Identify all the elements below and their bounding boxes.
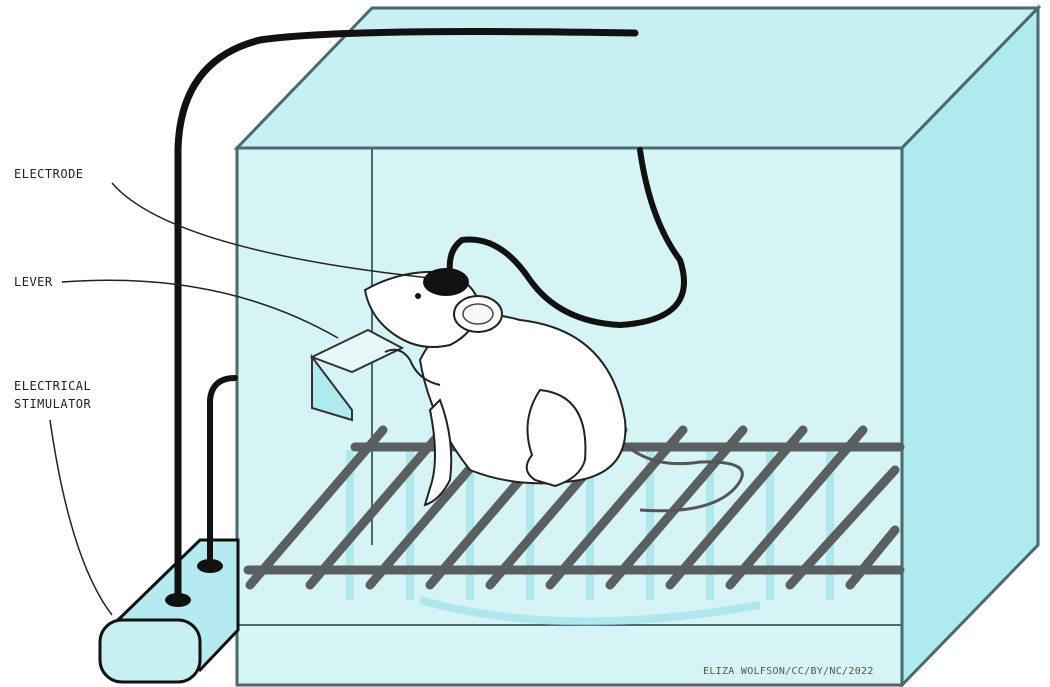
stimulator-wire-floor bbox=[210, 378, 235, 566]
box-top-face bbox=[237, 8, 1038, 148]
lever-label: LEVER bbox=[14, 274, 53, 290]
stimulator-label-line1: ELECTRICAL bbox=[14, 378, 91, 394]
credit-text: ELIZA WOLFSON/CC/BY/NC/2022 bbox=[703, 666, 874, 677]
stimulator-pointer bbox=[50, 420, 112, 615]
electrode-label: ELECTRODE bbox=[14, 166, 84, 182]
mouse-eye bbox=[415, 293, 421, 299]
stimulator-label-line2: STIMULATOR bbox=[14, 396, 91, 412]
electrode-cap bbox=[424, 269, 468, 295]
electrical-stimulator bbox=[100, 540, 238, 682]
mouse-ear-inner bbox=[463, 304, 493, 324]
